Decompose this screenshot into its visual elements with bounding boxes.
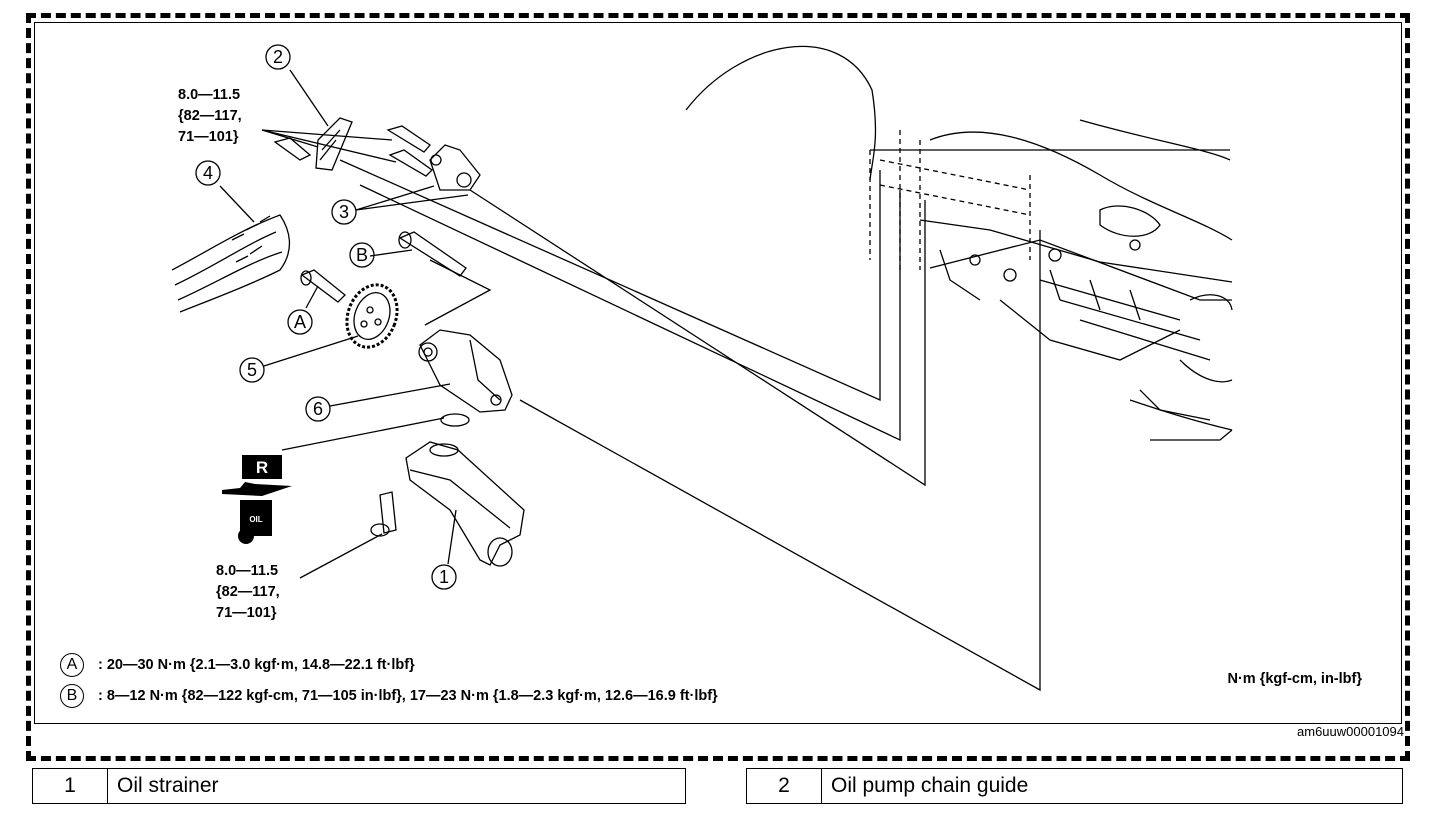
- callout-2-label: 2: [273, 47, 283, 67]
- assembly-leader-lines: [339, 159, 1041, 692]
- callout-a: A: [287, 309, 313, 335]
- callout-1-label: 1: [439, 567, 449, 587]
- legend-item-2: 2 Oil pump chain guide: [746, 768, 1403, 804]
- units-note: N·m {kgf-cm, in-lbf}: [1227, 671, 1362, 687]
- torque-bottom-line-2: {82—117,: [216, 584, 280, 600]
- legend-item-2-name: Oil pump chain guide: [831, 774, 1029, 797]
- torque-spec-top: 8.0—11.5 {82—117, 71—101}: [178, 85, 242, 148]
- spec-a-mark: A: [60, 653, 84, 677]
- callout-1: 1: [431, 564, 457, 590]
- spec-a-text: : 20—30 N·m {2.1—3.0 kgf·m, 14.8—22.1 ft…: [98, 657, 415, 673]
- bolt-b-part: [398, 231, 467, 277]
- legend-item-1-number: 1: [33, 769, 108, 803]
- oil-can-spout-icon: [222, 482, 292, 496]
- spec-row-b: B : 8—12 N·m {82—122 kgf-cm, 71—105 in·l…: [60, 683, 718, 709]
- legend-item-2-number: 2: [747, 769, 822, 803]
- spec-b-text: : 8—12 N·m {82—122 kgf-cm, 71—105 in·lbf…: [98, 688, 718, 704]
- callout-4: 4: [195, 160, 221, 186]
- chain-guide-bolts: [273, 125, 481, 191]
- callout-leaders: [219, 69, 469, 579]
- image-id: am6uuw00001094: [1297, 724, 1404, 739]
- engine-block-drawing: [685, 45, 1233, 441]
- strainer-bolt-part: [370, 491, 397, 537]
- callout-6-label: 6: [313, 399, 323, 419]
- replace-symbol-label: R: [256, 458, 268, 477]
- oil-drop-icon: [238, 528, 254, 544]
- callout-5-label: 5: [247, 360, 257, 380]
- callout-5: 5: [239, 357, 265, 383]
- callout-a-label: A: [294, 312, 306, 332]
- diagram-frame: [34, 22, 1402, 724]
- oil-pump-body-part: [418, 329, 513, 427]
- spec-row-a: A : 20—30 N·m {2.1—3.0 kgf·m, 14.8—22.1 …: [60, 652, 415, 678]
- oil-strainer-part: [405, 441, 525, 567]
- callout-3: 3: [331, 199, 357, 225]
- callout-6: 6: [305, 396, 331, 422]
- replace-symbol-box: [242, 455, 282, 479]
- oil-pump-sprocket-part: [345, 283, 399, 349]
- torque-top-line-1: 8.0—11.5: [178, 87, 241, 103]
- spec-b-mark: B: [60, 684, 84, 708]
- callout-2: 2: [265, 44, 291, 70]
- timing-chain-part: [171, 214, 291, 313]
- bolt-a-part: [300, 269, 346, 303]
- oil-pump-chain-guide-part: [315, 117, 353, 171]
- torque-spec-bottom: 8.0—11.5 {82—117, 71—101}: [216, 561, 280, 624]
- torque-bottom-line-3: 71—101}: [216, 605, 277, 621]
- callout-4-label: 4: [203, 163, 213, 183]
- torque-top-line-2: {82—117,: [178, 108, 242, 124]
- torque-bottom-line-1: 8.0—11.5: [216, 563, 279, 579]
- legend-item-1-name: Oil strainer: [117, 774, 219, 797]
- replace-and-oil-symbol: R OIL: [222, 455, 292, 544]
- callout-3-label: 3: [339, 202, 349, 222]
- callout-b: B: [349, 242, 375, 268]
- callout-b-label: B: [356, 245, 368, 265]
- legend-item-1: 1 Oil strainer: [32, 768, 686, 804]
- outer-dashed-frame: [26, 13, 1410, 761]
- torque-top-line-3: 71—101}: [178, 129, 239, 145]
- oil-can-label: OIL: [249, 515, 262, 524]
